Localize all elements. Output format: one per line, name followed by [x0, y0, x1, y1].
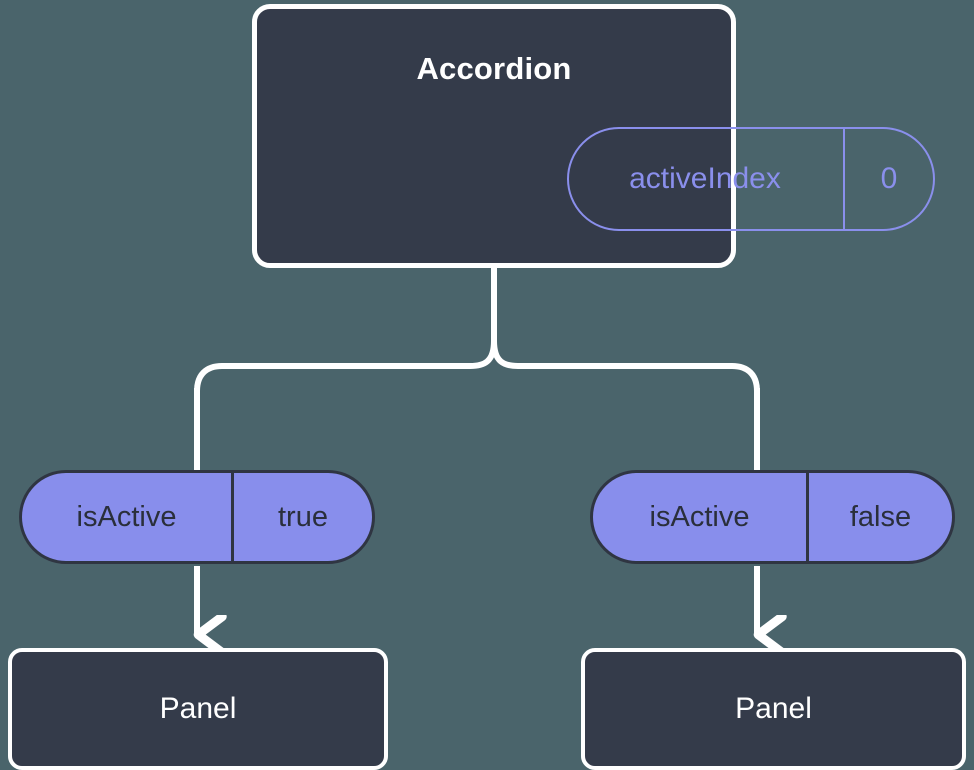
connector-fork-left — [194, 338, 497, 394]
prop-pill-value: false — [806, 473, 952, 561]
panel-node-label: Panel — [735, 692, 812, 725]
panel-component-node-right[interactable]: Panel — [581, 648, 966, 770]
panel-component-node-left[interactable]: Panel — [8, 648, 388, 770]
accordion-component-node[interactable]: Accordion activeIndex 0 — [252, 4, 935, 268]
connector-fork-right — [491, 338, 760, 394]
state-pill-active-index[interactable]: activeIndex 0 — [567, 127, 935, 231]
prop-pill-is-active-true[interactable]: isActive true — [19, 470, 375, 564]
prop-pill-is-active-false[interactable]: isActive false — [590, 470, 955, 564]
state-pill-key: activeIndex — [569, 129, 845, 229]
panel-node-label: Panel — [159, 692, 237, 725]
prop-pill-key: isActive — [649, 500, 750, 533]
prop-pill-value: true — [231, 473, 372, 561]
state-pill-value: 0 — [880, 162, 898, 195]
prop-pill-key: isActive — [76, 500, 177, 533]
accordion-node-title: Accordion — [416, 51, 572, 86]
